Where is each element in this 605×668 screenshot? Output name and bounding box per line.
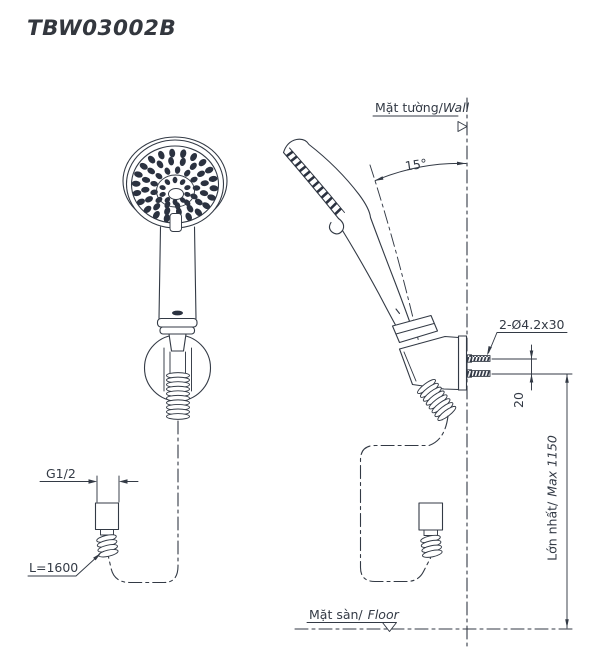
max-height-label: Lớn nhất/Max 1150: [545, 435, 560, 561]
handle-collar: [156, 317, 198, 328]
mode-switch-tab: [169, 213, 182, 232]
screw-spec-label: 2-Ø4.2x30: [499, 317, 565, 332]
shower-hose-side: [359, 415, 449, 583]
handle-button-side: [395, 308, 401, 315]
wall-label-text: Mặt tường/Wall: [375, 100, 470, 115]
water-inlet-connector-front: [94, 502, 120, 558]
inlet-nut: [94, 502, 120, 531]
screw-upper: [466, 354, 491, 363]
screw-spacing-label: 20: [511, 392, 526, 408]
side-view: Mặt tường/Wall 15°: [282, 97, 576, 649]
head-bottom-tip: [328, 217, 345, 235]
bracket-cradle: [163, 347, 192, 392]
wall-bracket-side: [398, 335, 468, 391]
product-code-title: TBW03002B: [27, 16, 177, 41]
wall-pointer-arrow: [457, 121, 468, 132]
hose-length-text: L=1600: [29, 560, 78, 575]
handle-button: [172, 310, 183, 316]
dimension-max-height: Lớn nhất/Max 1150: [545, 373, 569, 629]
dimension-20: 20: [491, 344, 573, 408]
shower-hose-front: [107, 420, 179, 584]
handle-neck: [168, 333, 187, 352]
angle-label: 15°: [404, 156, 428, 174]
hose-spring-side: [417, 378, 457, 421]
wall-surface-label: Mặt tường/Wall: [372, 100, 470, 132]
angle-dimension: 15°: [374, 156, 467, 181]
inlet-thread-label: G1/2: [46, 466, 76, 481]
spray-mode-hub: [156, 174, 195, 208]
screw-spec-callout: 2-Ø4.2x30: [487, 317, 568, 356]
mounting-screws: [466, 354, 491, 378]
hose-spring-front: [166, 372, 190, 420]
face-nozzles-side: [286, 150, 342, 215]
nozzle-dots: [131, 148, 219, 224]
hose-length-label: L=1600: [27, 553, 101, 577]
wall-bracket: [143, 333, 212, 402]
screw-lower: [466, 369, 491, 378]
shower-head-face: [122, 136, 228, 232]
bracket-wall-plate: [457, 335, 468, 391]
front-view: G1/2 L=1600: [27, 136, 228, 584]
shower-head-side: [282, 138, 415, 335]
head-center-cap: [168, 188, 184, 200]
floor-label-text: Mặt sàn/Floor: [309, 607, 400, 622]
g-half-dimension: G1/2: [39, 466, 139, 503]
hand-shower-handle: [156, 226, 198, 335]
floor-line-group: Mặt sàn/Floor: [294, 607, 576, 632]
water-inlet-connector-side: [418, 502, 444, 558]
floor-level-marker: [382, 622, 397, 632]
handle-collar-side: [391, 314, 439, 344]
